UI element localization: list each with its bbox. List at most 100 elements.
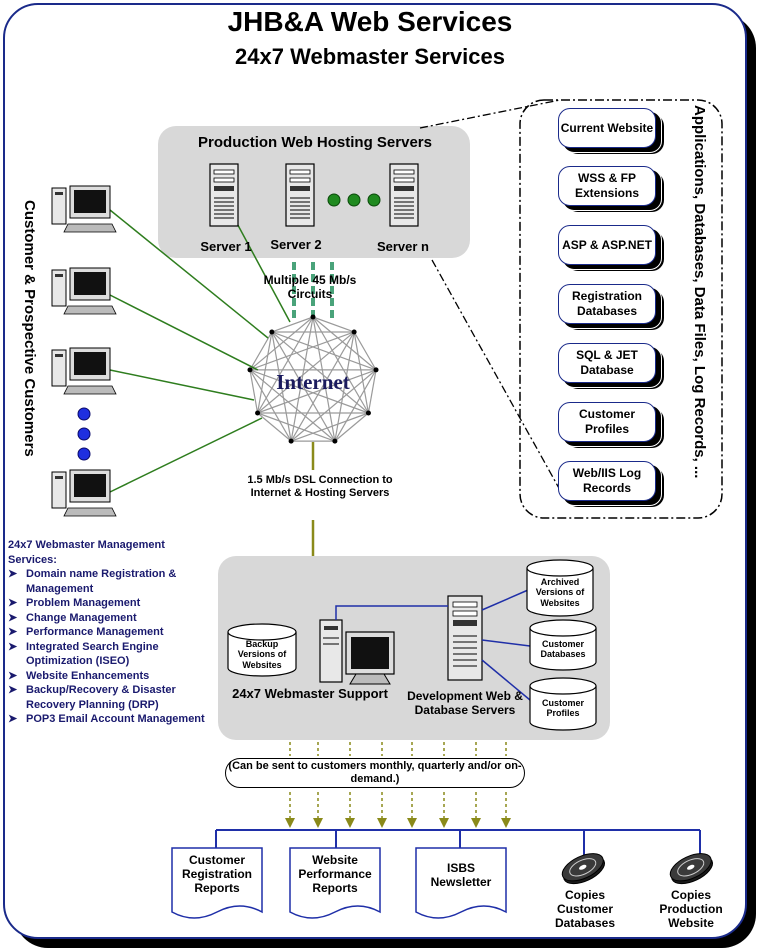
mesh-link [249, 369, 369, 414]
backup-database-icon [227, 623, 297, 677]
backup-label: Backup Versions of Websites [237, 639, 287, 670]
app-item-box: Customer Profiles [558, 402, 664, 448]
report-label: Website Performance Reports [298, 853, 372, 895]
bullet-arrow-icon: ➤ [8, 597, 18, 610]
customer-link [109, 294, 259, 371]
app-item-label: Web/IIS Log Records [558, 461, 656, 501]
report-document-icon [289, 847, 381, 919]
mesh-link [271, 331, 377, 371]
arrowhead-icon [407, 818, 417, 828]
server-1-icon [209, 163, 239, 227]
customer-link [109, 417, 263, 493]
bullet-arrow-icon: ➤ [8, 640, 18, 653]
customer-link [109, 369, 255, 401]
mesh-link [249, 369, 336, 442]
page-title: JHB&A Web Services [227, 6, 513, 37]
mesh-link [257, 316, 314, 414]
management-item: ➤ Problem Management [8, 596, 208, 611]
mesh-node [365, 410, 371, 416]
mesh-link [312, 316, 377, 371]
mesh-node [255, 410, 261, 416]
newsletter-label: ISBS Newsletter [430, 861, 492, 889]
mesh-link [290, 369, 377, 442]
app-item-box: SQL & JET Database [558, 343, 664, 389]
apps-boundary [519, 99, 723, 519]
cd-disc-icon [561, 853, 605, 885]
management-item: ➤Domain name Registration & Management [8, 567, 208, 596]
delivery-arrows-top [289, 742, 507, 756]
bullet-arrow-icon: ➤ [8, 669, 18, 682]
management-item: ➤ Backup/Recovery & Disaster Recovery Pla… [8, 683, 208, 712]
server-label: Server 1 [200, 239, 252, 254]
arrowhead-icon [313, 818, 323, 828]
bullet-arrow-icon: ➤ [8, 684, 18, 697]
bullet-arrow-icon: ➤ [8, 626, 18, 639]
mesh-link [249, 331, 273, 371]
mesh-node [351, 329, 357, 335]
mesh-node [332, 438, 338, 444]
mesh-link [249, 331, 355, 371]
app-item-box: Web/IIS Log Records [558, 461, 664, 507]
mesh-link [257, 331, 355, 414]
dev-link [335, 605, 448, 620]
webmaster-workstation-icon [319, 619, 395, 685]
arrowhead-icon [345, 818, 355, 828]
bullet-arrow-icon: ➤ [8, 713, 18, 726]
management-item-label: POP3 Email Account Management [26, 713, 205, 726]
management-item: ➤Website Enhancements [8, 669, 208, 684]
app-item-label: Current Website [558, 108, 656, 148]
report-document-icon [171, 847, 263, 919]
arrowhead-icon [377, 818, 387, 828]
bullet-arrow-icon: ➤ [8, 611, 18, 624]
archived-database-icon [526, 559, 594, 617]
ellipsis-dot-icon [77, 407, 91, 421]
app-item-label: Customer Profiles [558, 402, 656, 442]
management-heading: 24x7 Webmaster Management Services: [8, 539, 165, 566]
app-item-label: SQL & JET Database [558, 343, 656, 383]
app-item-box: WSS & FP Extensions [558, 166, 664, 212]
newsletter-document-icon [415, 847, 507, 919]
mesh-node [269, 329, 275, 335]
mesh-link [353, 331, 370, 414]
management-item-label: Integrated Search Engine Optimization (I… [26, 640, 159, 668]
mesh-link [271, 331, 369, 414]
management-item-label: Backup/Recovery & Disaster Recovery Plan… [26, 684, 176, 711]
dsl-label: 1.5 Mb/s DSL Connection to Internet & Ho… [247, 474, 393, 499]
ellipsis-dot-icon [347, 193, 361, 207]
dev-link [481, 639, 531, 647]
app-item-label: Registration Databases [558, 284, 656, 324]
mesh-link [249, 316, 314, 371]
circuits-label: Multiple 45 Mb/s Circuits [263, 273, 357, 301]
mesh-link [290, 412, 369, 442]
dev-link [481, 659, 531, 701]
bullet-arrow-icon: ➤ [8, 568, 18, 581]
development-panel [218, 556, 610, 740]
arrowhead-icon [501, 818, 511, 828]
mesh-link [257, 412, 336, 442]
customers-label: Customer & Prospective Customers [21, 200, 38, 457]
archived-label: Archived Versions of Websites [535, 577, 585, 608]
management-item: ➤Performance Management [8, 625, 208, 640]
server-n-icon [389, 163, 419, 227]
management-item-label: Problem Management [26, 597, 141, 610]
development-server-icon [447, 595, 483, 681]
arrowhead-icon [439, 818, 449, 828]
ellipsis-dot-icon [327, 193, 341, 207]
app-item-box: Registration Databases [558, 284, 664, 330]
mesh-link [249, 369, 292, 442]
mesh-link [312, 316, 369, 414]
server-label: Server 2 [270, 237, 322, 252]
internet-mesh [247, 314, 379, 444]
mesh-link [256, 331, 273, 414]
mesh-link [257, 412, 292, 442]
server-label: Server n [376, 239, 430, 254]
mesh-link [257, 369, 377, 414]
customer-database-icon [529, 619, 597, 671]
mesh-node [373, 367, 379, 373]
report-label: Customer Registration Reports [181, 853, 252, 895]
mesh-link [271, 331, 336, 442]
app-item-box: ASP & ASP.NET [558, 225, 664, 271]
management-list: 24x7 Webmaster Management Services: ➤Dom… [8, 538, 208, 727]
delivery-arrows-bottom [285, 792, 511, 828]
apps-connector-bottom [431, 259, 561, 491]
